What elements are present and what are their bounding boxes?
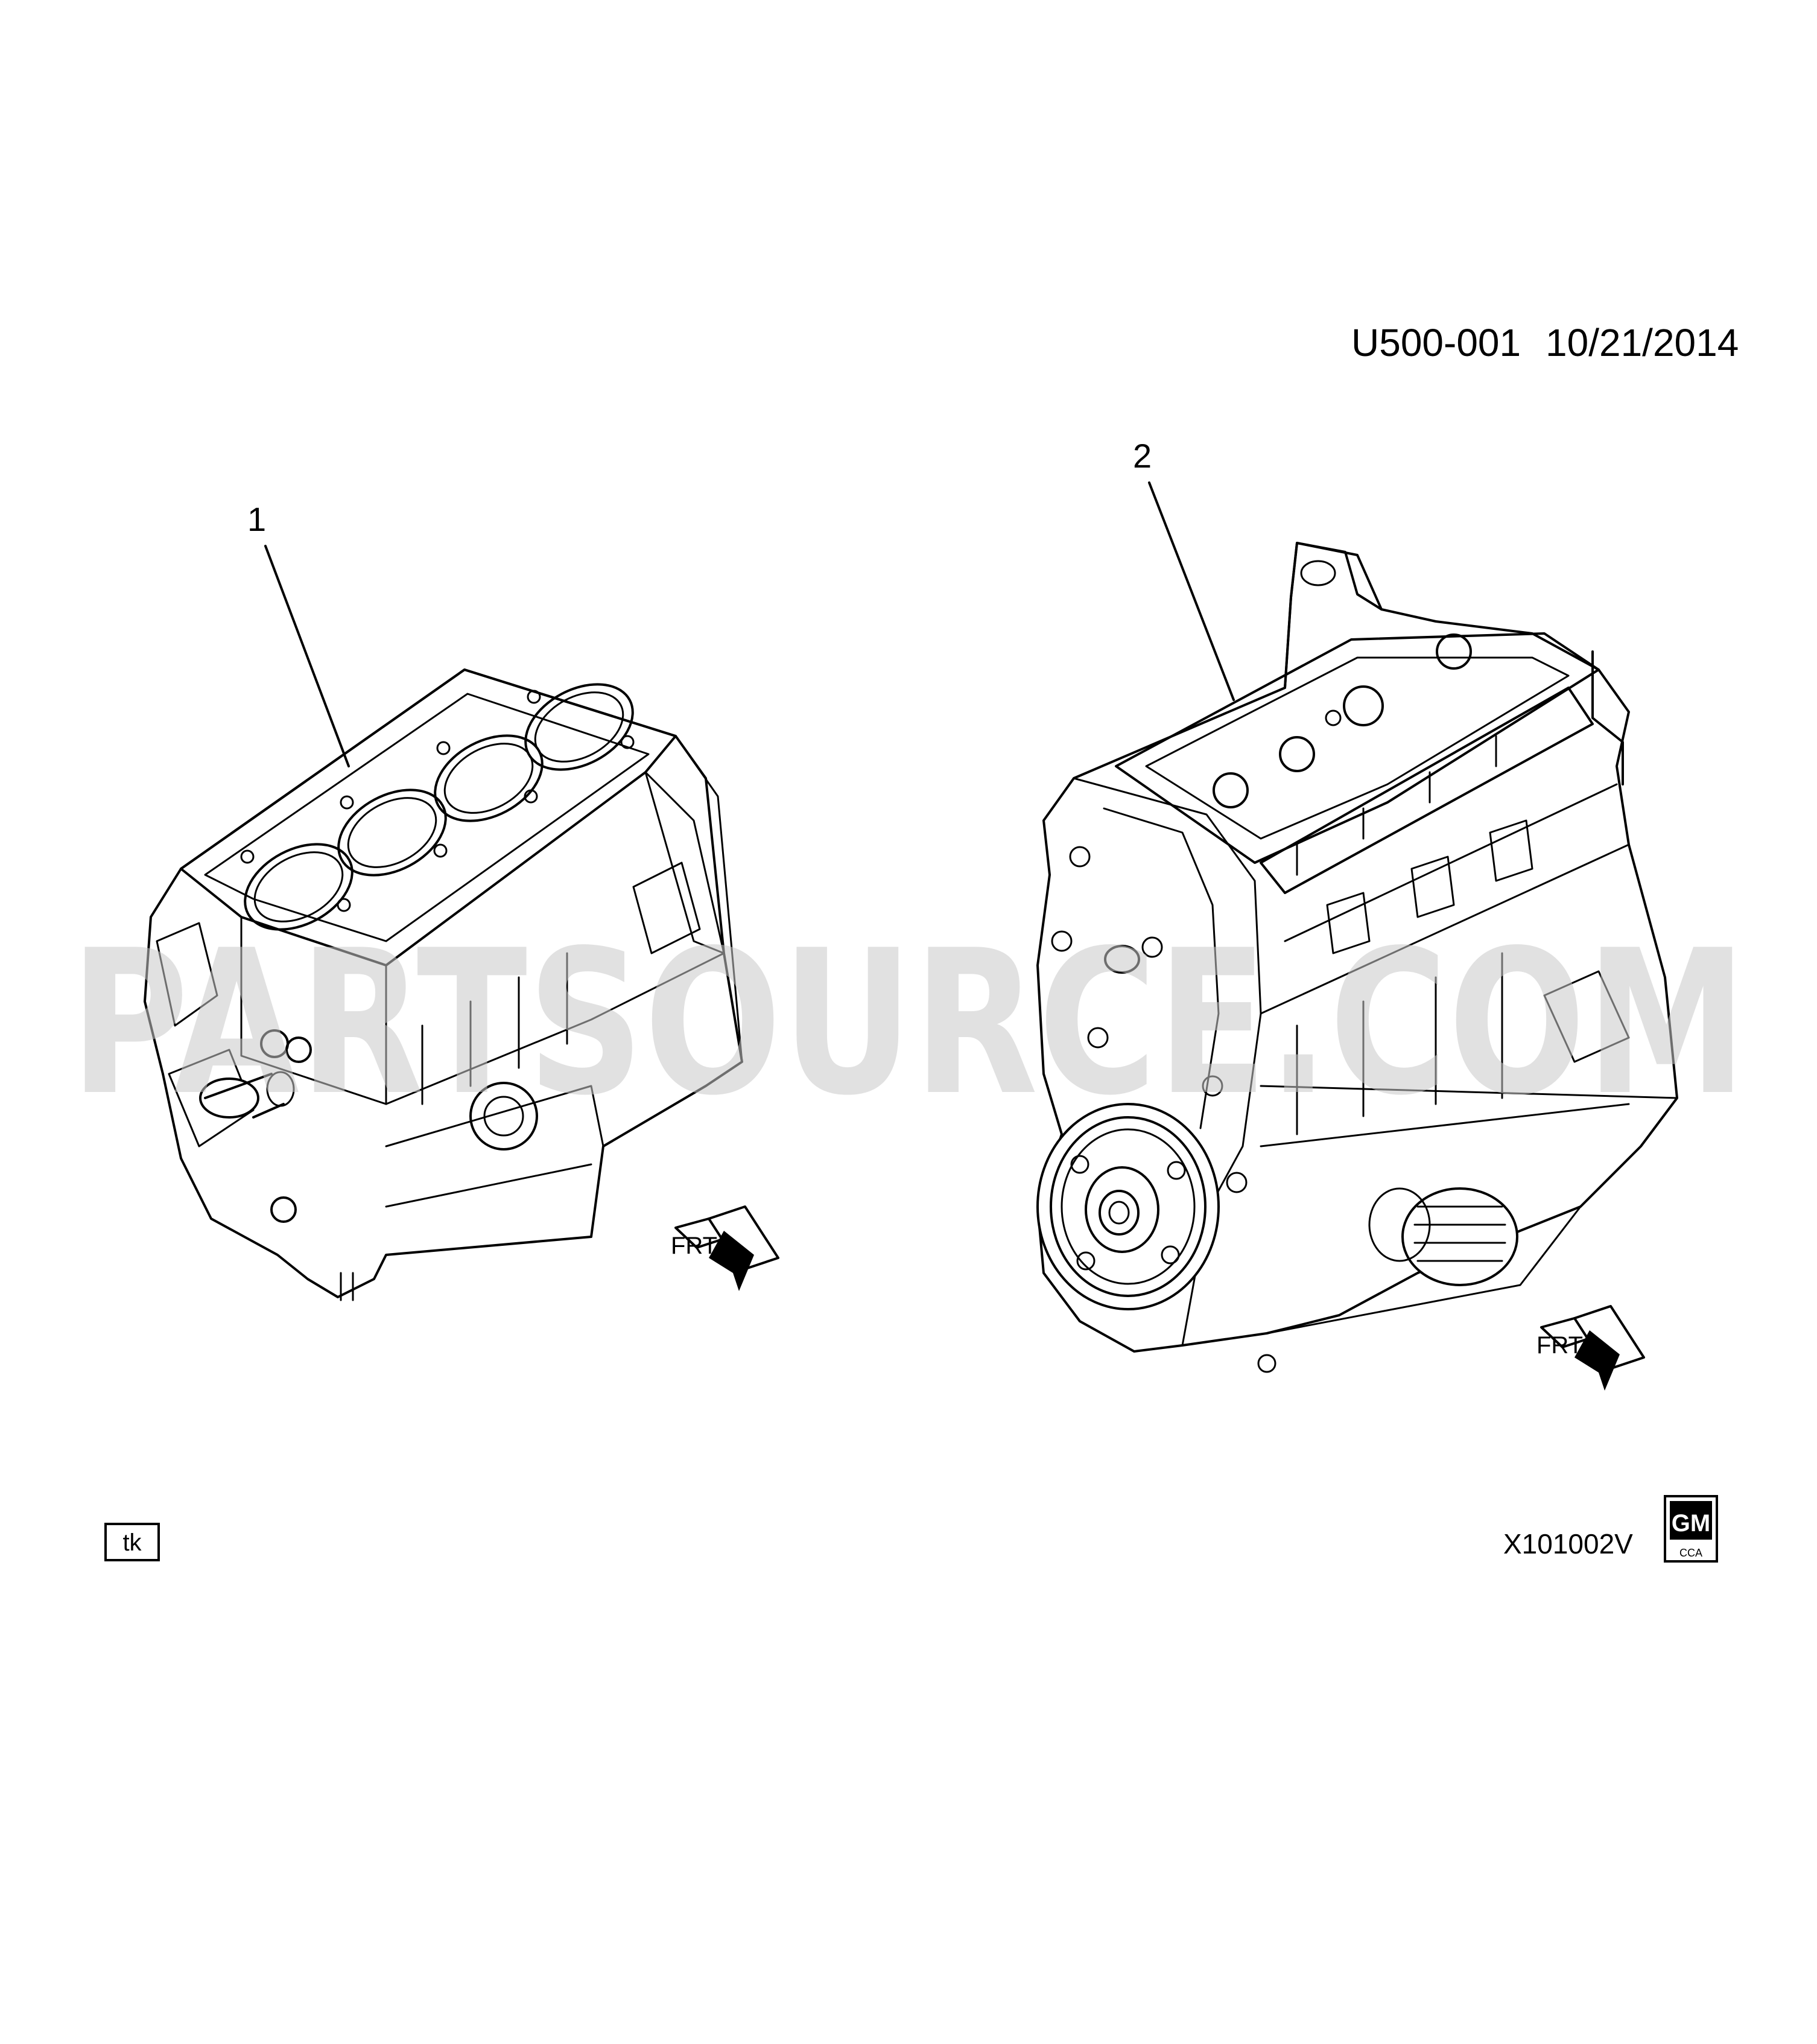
initials-box <box>104 1523 160 1561</box>
watermark: PARTSOURCE.COM <box>70 907 1747 1139</box>
frt-arrow-1: FRT <box>671 1205 779 1291</box>
callout-2-leader <box>1148 481 1235 701</box>
short-block-illustration <box>144 668 743 1301</box>
callout-1-leader <box>264 545 350 767</box>
illustration-code: X101002V <box>1503 1528 1633 1560</box>
frt-label-1: FRT <box>671 1233 717 1259</box>
frt-arrow-2: FRT <box>1536 1305 1645 1391</box>
callout-1-number: 1 <box>247 500 266 538</box>
logo-cca-text: CCA <box>1679 1547 1702 1559</box>
frt-label-2: FRT <box>1536 1332 1583 1359</box>
initials-text: tk <box>122 1529 142 1556</box>
long-block-illustration <box>1036 542 1678 1373</box>
drawing-id: U500-001 <box>1351 321 1521 364</box>
gm-cca-logo: GM CCA <box>1664 1495 1718 1563</box>
callout-2-number: 2 <box>1133 437 1152 475</box>
drawing-date: 10/21/2014 <box>1546 321 1739 364</box>
logo-gm-text: GM <box>1672 1510 1710 1537</box>
